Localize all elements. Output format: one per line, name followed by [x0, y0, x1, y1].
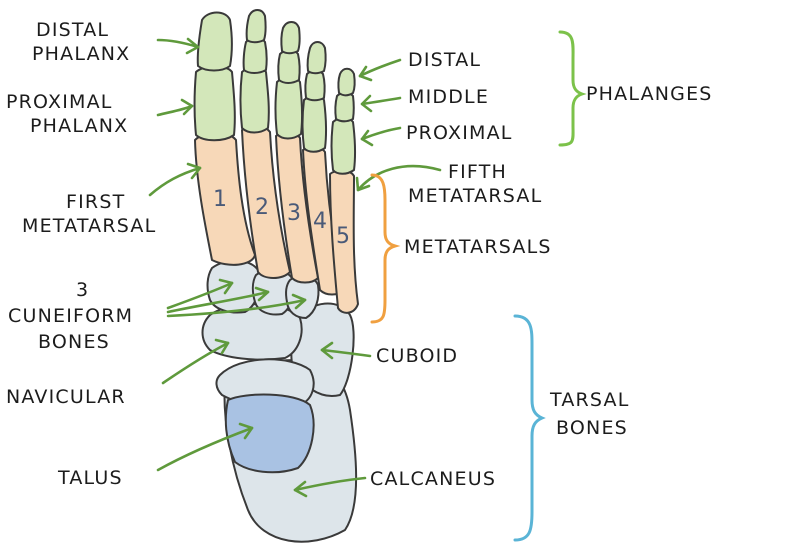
toe5-distal-phalanx: [337, 67, 356, 97]
arrow-cuneiform-2: [166, 286, 270, 314]
phalanges-bracket: [558, 30, 587, 147]
toe2-proximal-phalanx: [239, 66, 270, 134]
tarsal-bones-bracket: [513, 314, 546, 542]
arrows: [148, 37, 442, 498]
label-tarsal-bones-line2: BONES: [556, 417, 628, 439]
label-distal: DISTAL: [408, 49, 481, 71]
arrow-first-metatarsal: [148, 162, 202, 197]
metatarsal-number-4: 4: [313, 209, 327, 234]
metatarsal-number-2: 2: [255, 195, 269, 220]
metatarsal-number-5: 5: [336, 224, 350, 249]
label-cuneiform-line3: BONES: [38, 331, 110, 353]
talus-bone: [224, 393, 315, 474]
arrow-talus: [156, 422, 254, 472]
toe2-middle-phalanx: [242, 37, 268, 74]
label-fifth-metatarsal-line2: METATARSAL: [408, 185, 542, 207]
label-phalanges: PHALANGES: [586, 83, 713, 105]
label-navicular: NAVICULAR: [6, 386, 126, 408]
arrow-cuboid: [320, 341, 372, 360]
label-talus: TALUS: [57, 467, 123, 489]
big-toe-proximal-phalanx: [193, 65, 236, 142]
arrow-calcaneus: [293, 476, 367, 498]
label-tarsal-bones-line1: TARSAL: [549, 389, 630, 411]
arrow-fifth-metatarsal: [355, 164, 442, 192]
metatarsal-5: [329, 169, 359, 314]
labels: DISTAL PHALANX PROXIMAL PHALANX FIRST ME…: [6, 19, 713, 490]
label-first-metatarsal-line2: METATARSAL: [22, 215, 156, 237]
label-cuboid: CUBOID: [376, 345, 458, 367]
metatarsal-number-3: 3: [287, 201, 301, 226]
label-proximal-phalanx-line1: PROXIMAL: [6, 91, 113, 113]
arrow-distal: [358, 58, 402, 82]
toe5-proximal-phalanx: [330, 117, 357, 175]
label-proximal: PROXIMAL: [406, 122, 513, 144]
label-cuneiform-line2: CUNEIFORM: [8, 305, 133, 327]
arrow-cuneiform-3: [166, 293, 307, 318]
label-fifth-metatarsal-line1: FIFTH: [448, 161, 507, 183]
label-distal-phalanx-line2: PHALANX: [32, 43, 130, 65]
label-first-metatarsal-line1: FIRST: [66, 191, 125, 213]
arrow-middle: [360, 94, 402, 113]
toe3-proximal-phalanx: [274, 76, 304, 140]
label-calcaneus: CALCANEUS: [370, 468, 496, 490]
arrow-cuneiform-1: [166, 278, 234, 310]
label-middle: MIDDLE: [408, 86, 489, 108]
label-cuneiform-line1: 3: [76, 279, 89, 301]
arrow-proximal: [360, 126, 402, 147]
metatarsal-number-1: 1: [213, 187, 227, 212]
arrow-distal-phalanx: [156, 37, 200, 55]
toe4-proximal-phalanx: [301, 95, 328, 153]
toe4-middle-phalanx: [304, 70, 326, 102]
arrow-navicular: [161, 338, 230, 385]
label-distal-phalanx-line1: DISTAL: [36, 19, 109, 41]
label-metatarsals: METATARSALS: [404, 236, 552, 258]
label-proximal-phalanx-line2: PHALANX: [30, 115, 128, 137]
arrow-proximal-phalanx: [156, 98, 194, 117]
toe5-middle-phalanx: [334, 92, 355, 123]
toe4-distal-phalanx: [306, 41, 327, 75]
toe3-middle-phalanx: [277, 49, 301, 84]
toe3-distal-phalanx: [280, 21, 301, 55]
medial-cuneiform-bone: [206, 259, 261, 314]
toe2-distal-phalanx: [245, 9, 267, 44]
big-toe-distal-phalanx: [196, 11, 233, 72]
metatarsals-bracket: [370, 173, 401, 324]
